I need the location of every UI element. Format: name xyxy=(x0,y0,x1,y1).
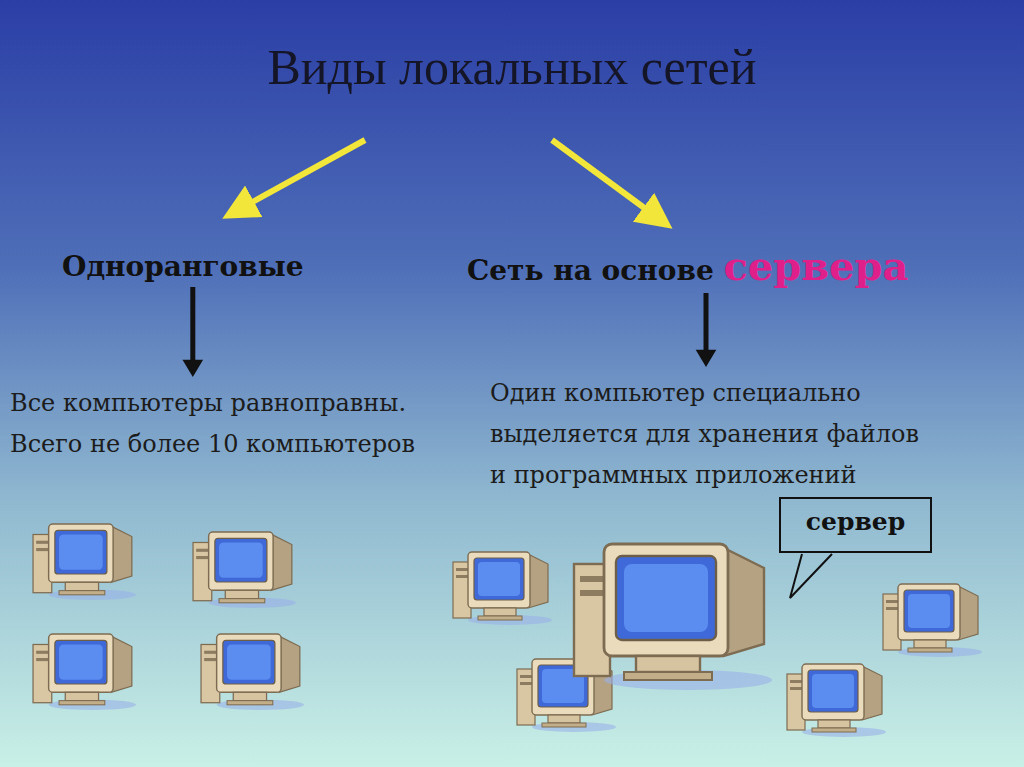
callout-box-text: сервер xyxy=(806,507,905,536)
connector-arrow xyxy=(696,293,717,367)
heading: Одноранговые xyxy=(62,250,304,283)
heading-text: Одноранговые xyxy=(62,250,304,283)
yellow-arrow xyxy=(552,140,658,218)
callout-tail xyxy=(790,554,832,598)
title: Виды локальных сетей xyxy=(0,38,1024,96)
heading: Сеть на основе сервера xyxy=(467,242,908,289)
computer-icons xyxy=(33,524,982,737)
description: Все компьютеры равноправны. Всего не бол… xyxy=(10,383,450,465)
heading-text: Сеть на основе xyxy=(467,254,714,287)
callout-box: сервер xyxy=(779,497,932,553)
heading-text: сервера xyxy=(724,242,909,289)
description: Один компьютер специально выделяется для… xyxy=(490,373,930,496)
description-text: Все компьютеры равноправны. Всего не бол… xyxy=(10,389,415,458)
description-text: Один компьютер специально выделяется для… xyxy=(490,379,919,489)
yellow-arrow xyxy=(238,140,365,210)
connector-arrow xyxy=(182,287,203,377)
